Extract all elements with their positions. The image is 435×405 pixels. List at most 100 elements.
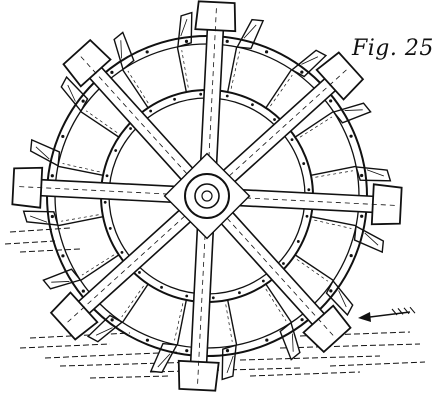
- rim-strut-hatch: [81, 254, 115, 276]
- rivet: [282, 262, 285, 265]
- back-paddle: [355, 166, 392, 182]
- back-paddle-hatch: [157, 353, 171, 368]
- back-paddle-hatch: [301, 56, 319, 65]
- rivet: [149, 109, 153, 113]
- wheel-hub: [163, 152, 251, 240]
- water-line: [89, 375, 171, 379]
- rivet: [300, 70, 304, 74]
- rivet: [307, 188, 311, 192]
- rim-strut-hatch: [270, 74, 293, 107]
- rim-strut: [265, 283, 293, 323]
- rivet: [173, 97, 176, 101]
- rivet: [81, 99, 85, 103]
- rim-strut: [80, 254, 120, 282]
- rim-strut-hatch: [299, 116, 333, 138]
- rivet: [184, 39, 189, 43]
- rim-strut-hatch: [174, 303, 184, 341]
- rivet: [50, 214, 54, 219]
- rim-strut: [294, 110, 334, 138]
- rim-strut: [176, 46, 188, 93]
- rivet: [329, 99, 333, 103]
- rim-strut: [265, 69, 293, 109]
- rim-strut-hatch: [127, 70, 149, 104]
- water-line: [19, 343, 111, 349]
- rim-strut: [310, 165, 357, 177]
- rivet: [105, 174, 109, 178]
- water-surface: [4, 227, 426, 379]
- back-paddle-hatch: [344, 109, 363, 111]
- paddle-blade: [62, 38, 112, 88]
- paddle-blade: [194, 0, 237, 33]
- rim-strut-hatch: [61, 214, 99, 222]
- back-paddle: [332, 102, 372, 124]
- rivet: [81, 289, 85, 293]
- rivet: [296, 240, 300, 243]
- back-paddle: [22, 210, 59, 226]
- water-line: [279, 343, 421, 349]
- paddle-blade: [370, 183, 403, 226]
- rivet: [185, 294, 189, 298]
- rim-strut-hatch: [315, 170, 353, 178]
- back-paddle-hatch: [180, 18, 188, 37]
- water-line: [329, 361, 426, 367]
- back-paddle-hatch: [226, 355, 234, 374]
- rivet: [110, 70, 114, 74]
- rivet: [225, 349, 230, 353]
- rim-strut: [57, 165, 104, 177]
- back-paddle-hatch: [29, 215, 48, 223]
- rim-strut: [121, 69, 149, 109]
- back-paddle: [113, 31, 135, 71]
- rivet: [238, 291, 241, 295]
- rivet: [302, 162, 306, 165]
- rivet: [329, 289, 333, 293]
- paddle-arms: [11, 0, 403, 392]
- rivet: [300, 318, 304, 322]
- flow-arrow-feather: [403, 307, 410, 315]
- rivet: [273, 118, 276, 121]
- rivet: [305, 214, 309, 218]
- rim-struts: [57, 46, 357, 346]
- rivet: [360, 173, 364, 178]
- back-paddle: [177, 11, 193, 48]
- rivet: [145, 338, 150, 342]
- rim-strut: [310, 215, 357, 227]
- rivet: [360, 214, 364, 218]
- rim-strut-hatch: [230, 51, 240, 89]
- back-paddle: [42, 268, 82, 290]
- paddle-blade: [302, 304, 352, 354]
- rivet: [61, 254, 65, 258]
- rivet: [61, 134, 65, 139]
- water-line: [44, 351, 181, 359]
- rivet: [185, 349, 189, 353]
- flow-arrow-feather: [409, 306, 416, 314]
- rim-strut: [226, 299, 238, 346]
- rim-strut-hatch: [225, 304, 233, 342]
- rim-strut-hatch: [85, 110, 118, 133]
- back-paddle-hatch: [292, 333, 294, 352]
- back-paddle-hatch: [338, 290, 347, 308]
- back-paddle-hatch: [243, 24, 257, 39]
- rim-strut: [176, 299, 188, 346]
- rivet: [261, 279, 265, 283]
- rim-strut-hatch: [181, 50, 189, 88]
- water-line: [239, 355, 381, 361]
- rim-strut-hatch: [314, 219, 352, 229]
- back-paddle: [221, 344, 237, 381]
- rivet: [265, 338, 269, 342]
- rim-strut-hatch: [296, 259, 329, 282]
- rivet: [114, 149, 118, 152]
- flow-arrow-feather: [391, 308, 398, 316]
- back-paddle-hatch: [51, 281, 70, 283]
- rim-strut: [121, 283, 149, 323]
- water-line: [4, 240, 56, 245]
- rivet: [50, 174, 54, 178]
- water-line: [19, 248, 81, 253]
- rivet: [225, 94, 229, 98]
- paddle-blade: [11, 166, 44, 209]
- paddle-blade: [49, 291, 99, 341]
- rivet: [108, 227, 112, 230]
- flow-arrow-icon: [358, 306, 416, 322]
- back-paddle-hatch: [364, 232, 379, 246]
